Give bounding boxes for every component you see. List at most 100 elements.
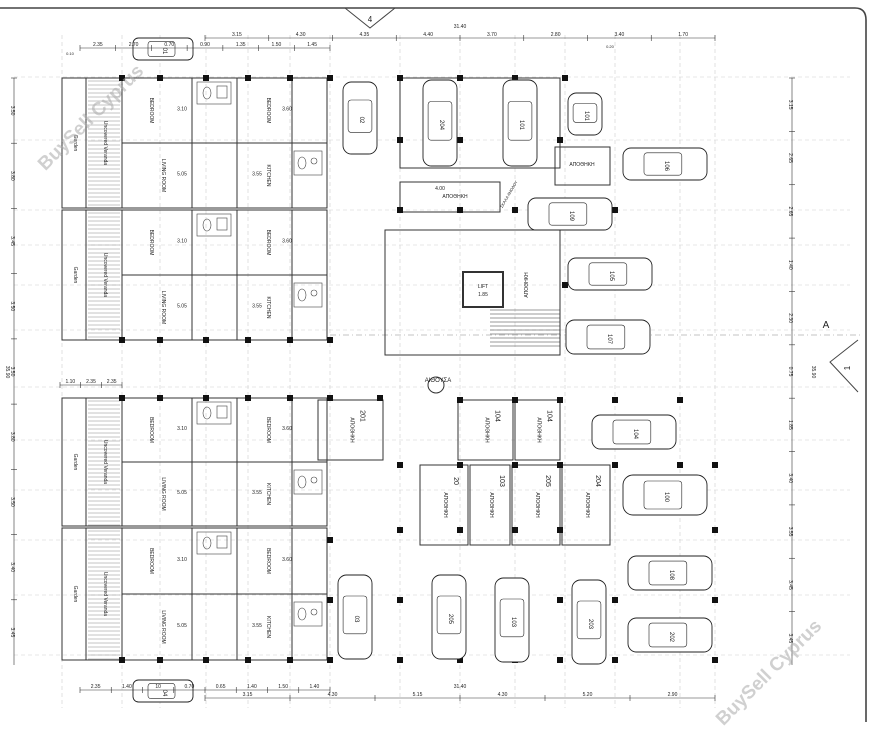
- dim-bottom-left-value: 10: [155, 684, 161, 690]
- parking-car-3: 101: [567, 92, 603, 136]
- structural-column: [562, 282, 568, 288]
- toilet-icon: [202, 406, 212, 420]
- bathroom-fixtures: [196, 81, 323, 627]
- veranda-label: Uncovered Veranda: [102, 440, 108, 484]
- dim-middle-value: 1.10: [65, 379, 75, 385]
- structural-column: [327, 597, 333, 603]
- dim-top-value: 3.15: [232, 32, 242, 38]
- structural-column: [327, 395, 333, 401]
- sink-icon: [216, 85, 228, 99]
- structural-column: [557, 462, 563, 468]
- car-cabin: [147, 40, 176, 57]
- structural-column: [157, 395, 163, 401]
- structural-column: [203, 75, 209, 81]
- car-apartment-01: 01: [132, 37, 194, 61]
- structural-column: [327, 537, 333, 543]
- parking-car-10: 108: [627, 555, 713, 591]
- room-dim-label: 3.60: [282, 107, 292, 113]
- parking-car-7: 107: [565, 319, 651, 355]
- structural-column: [203, 337, 209, 343]
- structural-column: [203, 657, 209, 663]
- veranda-label: Uncovered Veranda: [102, 572, 108, 616]
- dim-left-value: 3.50: [9, 497, 15, 507]
- structural-column: [677, 462, 683, 468]
- dim-top-left-value: 1.50: [272, 42, 282, 48]
- car-number: 101: [518, 120, 524, 131]
- structural-column: [612, 657, 618, 663]
- structural-column: [287, 337, 293, 343]
- storage-room-number: 104: [546, 410, 553, 422]
- dim-right-value: 2.65: [787, 207, 793, 217]
- structural-column: [397, 527, 403, 533]
- structural-column: [245, 337, 251, 343]
- car-cabin: [507, 101, 533, 141]
- storage-room-number: 201: [359, 410, 366, 422]
- structural-column: [377, 395, 383, 401]
- structural-column: [157, 657, 163, 663]
- living-room-label: LIVING ROOM: [160, 477, 166, 510]
- dim-bottom-value: 5.20: [583, 692, 593, 698]
- parking-car-14: 205: [431, 574, 467, 660]
- structural-column: [512, 527, 518, 533]
- parking-car-0: 02: [342, 81, 378, 155]
- car-cabin: [347, 99, 373, 133]
- toilet-icon: [297, 475, 307, 489]
- car-cabin: [643, 152, 683, 176]
- car-number: 104: [632, 429, 638, 440]
- sink-icon: [216, 217, 228, 231]
- parking-car-8: 104: [591, 414, 677, 450]
- structural-column: [327, 75, 333, 81]
- apartment-block-4-veranda: [61, 527, 123, 661]
- garden-label: Garden: [72, 267, 78, 284]
- structural-column: [457, 207, 463, 213]
- dim-middle-value: 2.35: [107, 379, 117, 385]
- page-frame: [0, 7, 867, 722]
- structural-column: [457, 657, 463, 663]
- structural-column: [457, 75, 463, 81]
- car-number: 108: [668, 570, 674, 581]
- lobby-symbol: [427, 376, 445, 394]
- dim-bottom-left-value: 1.50: [278, 684, 288, 690]
- structural-column: [612, 597, 618, 603]
- walls: [0, 7, 867, 722]
- stairs-note: ΣΚΑΛΑ ΑΝΟΔΟΥ: [499, 179, 519, 208]
- dim-top-left-value: 0.70: [164, 42, 174, 48]
- dim-right-value: 1.40: [787, 260, 793, 270]
- dim-left-value: 3.45: [9, 236, 15, 246]
- dim-top-left-value: 2.35: [93, 42, 103, 48]
- dim-bottom-value: 5.15: [413, 692, 423, 698]
- dim-right-value: 3.40: [787, 473, 793, 483]
- car-number: 205: [447, 614, 453, 625]
- dim-top-value: 4.30: [296, 32, 306, 38]
- dim-top-left-value: 0.90: [200, 42, 210, 48]
- storage-room-2: [511, 464, 561, 546]
- apartment-block-2-veranda: [61, 209, 123, 341]
- dim-right-value: 3.45: [787, 580, 793, 590]
- structural-column: [612, 462, 618, 468]
- dim-top-value: 4.35: [360, 32, 370, 38]
- living-room-label: LIVING ROOM: [160, 291, 166, 324]
- parking-north-bay: [399, 77, 561, 169]
- parking-car-15: 03: [337, 574, 373, 660]
- structural-column: [557, 397, 563, 403]
- toilet-icon: [202, 536, 212, 550]
- car-number: 103: [510, 617, 516, 628]
- structural-column: [512, 207, 518, 213]
- lift-label: LIFT: [478, 284, 488, 290]
- structural-column: [119, 657, 125, 663]
- kitchen-label: KITCHEN: [265, 616, 271, 638]
- car-number: 105: [608, 271, 614, 282]
- structural-column: [557, 527, 563, 533]
- storage-room-label: ΑΠΟΘΗΚΗ: [442, 492, 448, 518]
- apartment-block-1-veranda: [61, 77, 123, 209]
- structural-column: [327, 657, 333, 663]
- car-number: 107: [606, 334, 612, 345]
- car-number: 202: [668, 632, 674, 643]
- living-room-label: LIVING ROOM: [160, 610, 166, 643]
- room-dim-label: 3.60: [282, 239, 292, 245]
- structural-column: [287, 395, 293, 401]
- toilet-icon: [297, 607, 307, 621]
- structural-column: [287, 75, 293, 81]
